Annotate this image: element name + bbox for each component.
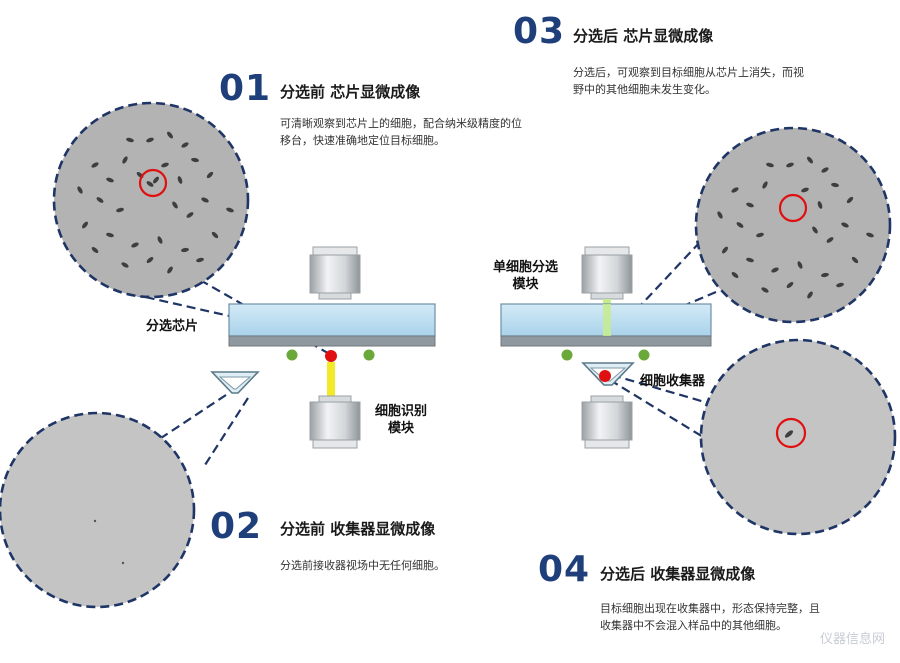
green-cell [561,349,573,361]
green-cell [286,349,298,361]
connector-line [204,397,249,466]
single-cell-sorting-module-label-line2: 模块 [512,277,539,292]
objective-lens-top-icon [581,246,633,300]
collector-cup-icon [210,371,260,394]
sorting-chip-label: 分选芯片 [146,319,199,334]
single-cell-sorting-module-label-line1: 单细胞分选 [492,260,558,275]
green-cell [638,349,650,361]
connector-line [610,241,701,338]
micrograph-border [52,101,250,299]
objective-lens-bottom-icon [309,395,361,449]
step-03-number: 03 [513,11,566,52]
cell-recognition-module-label-line1: 细胞识别 [374,404,427,419]
objective-lens-bottom-icon [581,395,633,449]
target-cell [784,430,794,438]
target-cell-marker [138,168,168,198]
yellow-light-beam [327,362,335,396]
step-04-description: 目标细胞出现在收集器中，形态保持完整，且收集器中不会混入样品中的其他细胞。 [600,602,820,632]
step-02-number: 02 [210,506,263,547]
sorting-chip-graphic [228,303,436,347]
connector-line [611,373,716,407]
target-cell-marker [778,193,808,223]
green-light-beam [603,304,611,336]
micrograph-chip-after [694,126,892,324]
apparatus-before-sorting [210,246,436,449]
cell-cluster [717,156,874,299]
cell-recognition-module-label: 细胞识别 模块 [368,403,434,437]
micrograph-collector-before [0,411,196,609]
cell-recognition-module-label-line2: 模块 [387,421,414,436]
micrograph-border [699,338,897,536]
green-cell [363,349,375,361]
apparatus-after-sorting [500,246,712,449]
micrograph-border [0,411,196,609]
step-02-description: 分选前接收器视场中无任何细胞。 [280,559,445,572]
micrograph-chip-before [52,101,250,299]
speck [121,561,125,565]
watermark-text: 仪器信息网 [820,632,886,647]
micrograph-border [694,126,892,324]
step-04-title: 分选后 收集器显微成像 [600,565,756,583]
target-cell-marker [775,417,807,449]
step-01-number: 01 [219,68,272,109]
connector-line [157,394,227,441]
objective-lens-top-icon [309,246,361,300]
step-04-number: 04 [538,549,591,590]
target-cell-red [325,350,337,362]
connector-line [609,379,709,441]
step-01-title: 分选前 芯片显微成像 [280,83,421,101]
cell-collector-label: 细胞收集器 [640,374,706,389]
speck [93,519,97,523]
step-03-description: 分选后，可观察到目标细胞从芯片上消失，而视野中的其他细胞未发生变化。 [573,66,804,96]
target-cell-red [599,370,611,382]
micrograph-collector-after [699,338,897,536]
step-01-description: 可清晰观察到芯片上的细胞，配合纳米级精度的位移台，快速准确地定位目标细胞。 [280,117,522,147]
cell-cluster [77,131,234,274]
step-02-title: 分选前 收集器显微成像 [280,520,436,538]
single-cell-sorting-module-label: 单细胞分选 模块 [478,259,573,293]
step-03-title: 分选后 芯片显微成像 [573,27,714,45]
